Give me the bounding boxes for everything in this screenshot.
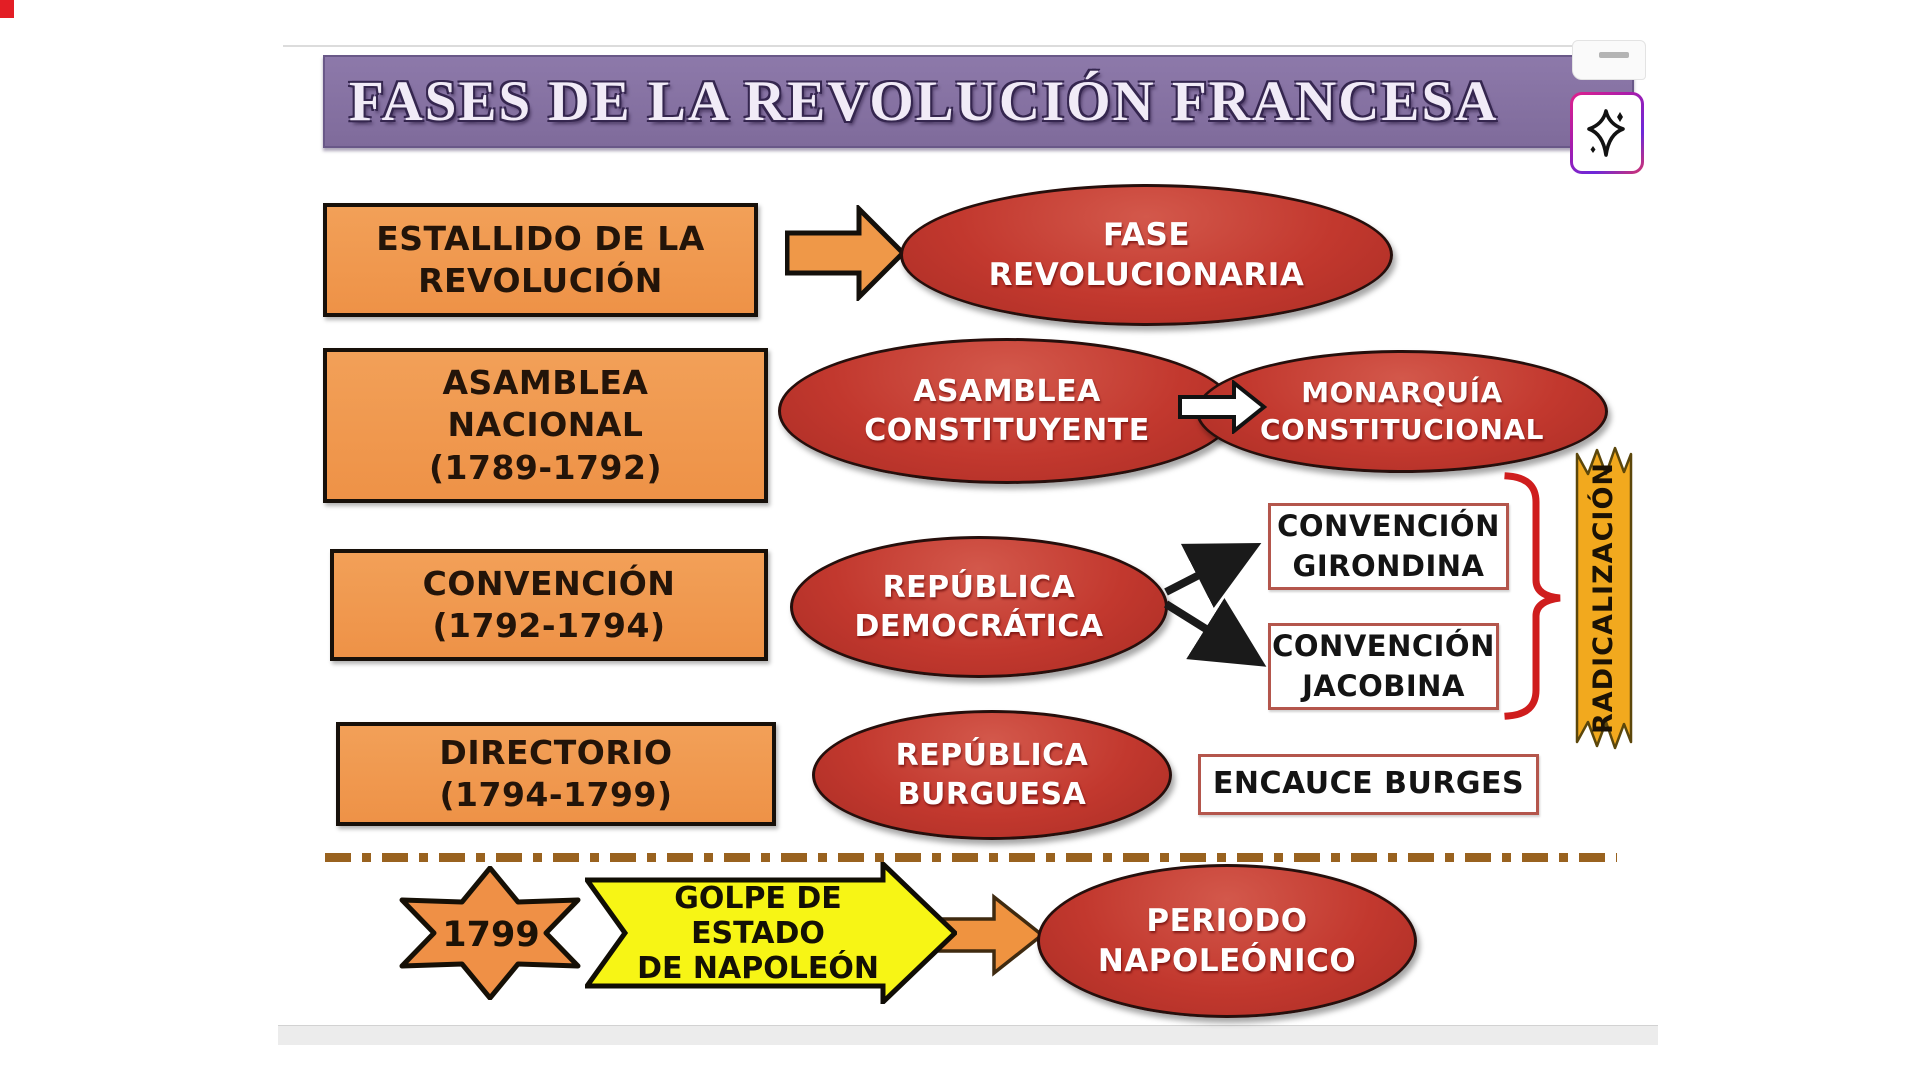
sparkle-button-face[interactable] xyxy=(1573,95,1641,171)
ellipse-line: CONSTITUYENTE xyxy=(864,413,1150,448)
phase-box-line: (1794-1799) xyxy=(439,775,673,814)
phase-box-convencion: CONVENCIÓN (1792-1794) xyxy=(330,549,768,661)
ellipse-line: REPÚBLICA xyxy=(895,738,1089,773)
note-box-encauce-burges: ENCAUCE BURGES xyxy=(1198,754,1539,815)
phase-box-line: ASAMBLEA xyxy=(442,363,649,403)
branch-box-line: JACOBINA xyxy=(1302,668,1465,703)
yellow-arrow-shape xyxy=(585,862,957,1004)
arrow-label-line: DE NAPOLEÓN xyxy=(637,950,879,986)
sparkle-icon xyxy=(1587,109,1625,157)
phase-box-line: DIRECTORIO xyxy=(439,732,673,772)
year-text: 1799 xyxy=(442,915,540,955)
collapsed-toolbar-tab[interactable] xyxy=(1572,40,1646,80)
yellow-arrow-label: GOLPE DE ESTADO DE NAPOLEÓN xyxy=(608,881,908,986)
dash-dot-separator xyxy=(325,853,1617,862)
phase-box-asamblea-nacional: ASAMBLEA NACIONAL (1789-1792) xyxy=(323,348,768,503)
branch-box-line: CONVENCIÓN xyxy=(1277,509,1500,544)
ellipse-periodo-napoleonico: PERIODO NAPOLEÓNICO xyxy=(1037,864,1417,1018)
star-burst-1799-shape xyxy=(399,866,581,1000)
branch-box-girondina: CONVENCIÓN GIRONDINA xyxy=(1268,503,1509,590)
ellipse-line: DEMOCRÁTICA xyxy=(854,609,1104,644)
ellipse-asamblea-constituyente: ASAMBLEA CONSTITUYENTE xyxy=(778,338,1236,484)
slide-top-edge xyxy=(283,45,1633,47)
branch-arrows-icon xyxy=(1163,543,1267,667)
phase-box-line: CONVENCIÓN xyxy=(422,563,676,603)
phase-box-line: REVOLUCIÓN xyxy=(418,261,663,300)
phase-box-directorio: DIRECTORIO (1794-1799) xyxy=(336,722,776,826)
page-title: FASES DE LA REVOLUCIÓN FRANCESA xyxy=(349,70,1499,133)
ellipse-monarquia-constitucional: MONARQUÍA CONSTITUCIONAL xyxy=(1196,350,1608,473)
ellipse-line: BURGUESA xyxy=(897,777,1087,812)
star-year-label: 1799 xyxy=(421,915,561,955)
player-bottom-strip xyxy=(278,1025,1658,1045)
radicalizacion-ribbon-shape xyxy=(1575,446,1633,750)
ellipse-line: NAPOLEÓNICO xyxy=(1097,943,1357,979)
ellipse-line: PERIODO xyxy=(1146,902,1308,939)
phase-box-estallido: ESTALLIDO DE LA REVOLUCIÓN xyxy=(323,203,758,317)
ellipse-line: REVOLUCIONARIA xyxy=(988,257,1305,293)
branch-box-line: CONVENCIÓN xyxy=(1272,629,1495,664)
branch-box-line: GIRONDINA xyxy=(1292,548,1485,583)
orange-arrow-right-icon xyxy=(785,205,907,301)
sparkle-extension-button[interactable] xyxy=(1570,92,1644,174)
ellipse-line: FASE xyxy=(1102,216,1191,253)
ellipse-line: ASAMBLEA xyxy=(913,374,1101,409)
branch-box-jacobina: CONVENCIÓN JACOBINA xyxy=(1268,623,1499,710)
corner-red-marker xyxy=(0,0,14,18)
phase-box-line: (1792-1794) xyxy=(432,606,666,645)
phase-box-line: (1789-1792) xyxy=(428,447,663,487)
ellipse-line: CONSTITUCIONAL xyxy=(1259,412,1545,446)
title-banner: FASES DE LA REVOLUCIÓN FRANCESA xyxy=(323,55,1634,148)
note-box-label: ENCAUCE BURGES xyxy=(1212,766,1525,802)
tab-handle-dash xyxy=(1599,52,1629,58)
ellipse-republica-burguesa: REPÚBLICA BURGUESA xyxy=(812,710,1172,840)
ellipse-line: REPÚBLICA xyxy=(882,570,1076,605)
phase-box-line: NACIONAL xyxy=(447,405,644,445)
phase-box-line: ESTALLIDO DE LA xyxy=(376,218,705,258)
ellipse-fase-revolucionaria: FASE REVOLUCIONARIA xyxy=(900,184,1393,326)
ellipse-line: MONARQUÍA xyxy=(1301,376,1503,410)
grouping-brace-icon xyxy=(1504,472,1561,720)
arrow-label-line: GOLPE DE ESTADO xyxy=(674,880,842,951)
white-arrow-right-icon xyxy=(1178,380,1268,434)
ellipse-republica-democratica: REPÚBLICA DEMOCRÁTICA xyxy=(790,536,1168,678)
orange-arrow-small-icon xyxy=(930,893,1045,977)
ribbon-label: RADICALIZACIÓN xyxy=(1588,462,1619,734)
